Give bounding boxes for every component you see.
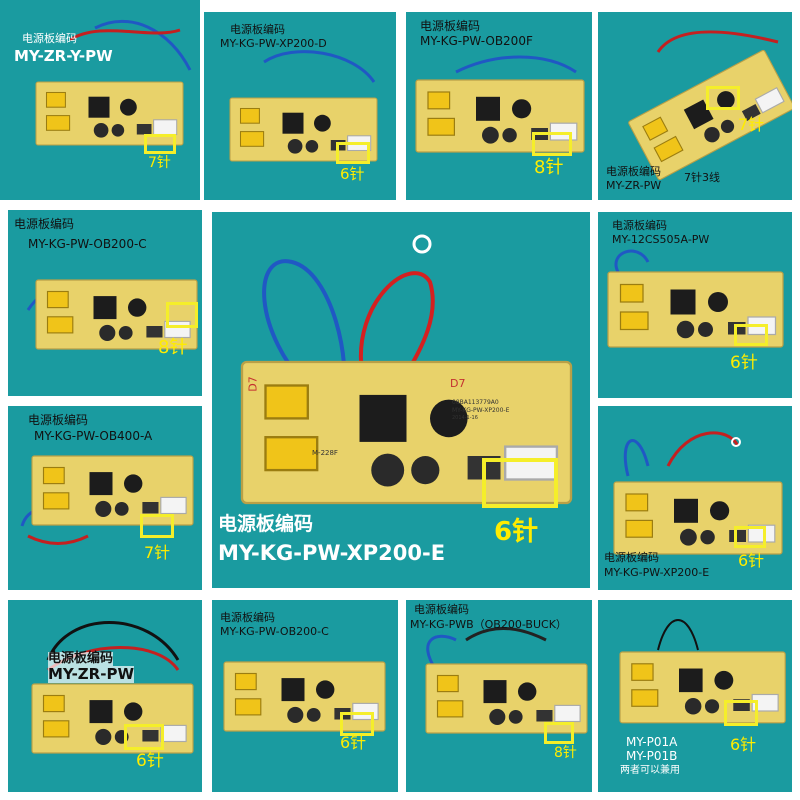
connector-highlight [532, 132, 572, 156]
pin-count: 8针 [158, 337, 188, 358]
silk-serial: 08BA113779A0 [452, 399, 499, 406]
board-code: MY-KG-PWB（OB200-BUCK） [410, 618, 567, 631]
board-tile-2: 电源板编码 MY-KG-PW-XP200-D 6针 [204, 12, 396, 200]
connector-highlight [140, 514, 174, 538]
board-code: MY-KG-PW-OB400-A [34, 429, 153, 443]
board-code: MY-ZR-Y-PW [14, 47, 113, 65]
compatibility-note: 两者可以兼用 [620, 765, 680, 776]
board-tile-8: 电源板编码 MY-KG-PW-OB400-A 7针 [8, 406, 202, 590]
circuit-board-photo [20, 455, 194, 545]
circuit-board-photo [26, 279, 198, 350]
connector-highlight [144, 134, 176, 154]
silk-d7-left: D7 [246, 376, 260, 392]
board-tile-10: 电源板编码 MY-ZR-PW 6针 [8, 600, 202, 792]
pin-count: 7针 [738, 115, 765, 134]
pin-count: 6针 [730, 735, 757, 754]
board-code: MY-KG-PW-OB200-C [28, 237, 147, 251]
pin-count: 6针 [730, 353, 758, 373]
connector-highlight [734, 324, 768, 346]
circuit-board-photo [229, 50, 378, 162]
code-prefix: 电源板编码 [48, 651, 114, 667]
connector-highlight [166, 302, 198, 328]
circuit-board-photo [619, 619, 786, 724]
connector-highlight [482, 458, 558, 508]
board-tile-12: 电源板编码 MY-KG-PWB（OB200-BUCK） 8针 [406, 600, 592, 792]
connector-highlight [336, 142, 370, 164]
code-prefix: 电源板编码 [414, 603, 469, 616]
connector-highlight [124, 724, 164, 750]
board-code: MY-KG-PW-XP200-E [218, 541, 446, 565]
pin-count: 6针 [136, 751, 164, 771]
board-code-b: MY-P01B [626, 749, 678, 763]
circuit-board-photo [627, 30, 792, 181]
code-prefix: 电源板编码 [218, 513, 314, 535]
silk-m-code: M-228F [312, 449, 338, 457]
circuit-board-photo [607, 249, 784, 348]
board-code: MY-ZR-PW [606, 179, 662, 192]
board-tile-13: MY-P01A MY-P01B 两者可以兼用 6针 [598, 600, 792, 792]
board-tile-featured: D7 D7 08BA113779A0 MY-KG-PW-XP200-E 2014… [212, 212, 590, 588]
silk-model: MY-KG-PW-XP200-E [452, 407, 510, 414]
code-prefix: 电源板编码 [220, 611, 275, 624]
board-tile-4: 7针 电源板编码 MY-ZR-PW 7针3线 [598, 12, 792, 200]
board-tile-5: 电源板编码 MY-KG-PW-OB200-C 8针 [8, 210, 202, 396]
circuit-board-photo [613, 431, 783, 555]
code-prefix: 电源板编码 [612, 219, 667, 232]
code-prefix: 电源板编码 [14, 217, 75, 231]
pin-count: 6针 [494, 517, 539, 547]
circuit-board-photo [425, 626, 588, 734]
board-code: MY-KG-PW-OB200-C [220, 625, 329, 638]
board-tile-9: 电源板编码 6针 MY-KG-PW-XP200-E [598, 406, 792, 590]
circuit-board-photo [415, 55, 585, 153]
connector-highlight [706, 86, 740, 110]
code-prefix: 电源板编码 [230, 23, 285, 36]
board-tile-1: 电源板编码 MY-ZR-Y-PW 7针 [0, 0, 200, 200]
code-prefix: 电源板编码 [606, 165, 661, 178]
board-tile-7: 电源板编码 MY-12CS505A-PW 6针 [598, 212, 792, 398]
connector-highlight [340, 712, 374, 736]
pin-count: 6针 [738, 551, 765, 570]
circuit-board-photo [31, 621, 194, 754]
circuit-board-photo [240, 234, 573, 505]
board-code: MY-KG-PW-XP200-D [220, 37, 327, 50]
pin-count: 6针 [340, 733, 367, 752]
pin-count: 7针 [148, 155, 171, 171]
board-tile-11: 电源板编码 MY-KG-PW-OB200-C 6针 [212, 600, 398, 792]
board-code: MY-12CS505A-PW [612, 233, 710, 246]
pin-count: 8针 [554, 745, 577, 761]
silk-d7-right: D7 [450, 377, 466, 390]
pin-count: 7针 [144, 543, 171, 562]
board-code: MY-ZR-PW [48, 665, 135, 683]
pin-count: 8针 [534, 157, 564, 178]
connector-highlight [734, 526, 766, 548]
silk-date: 2014-1-16 [452, 415, 478, 421]
code-prefix: 电源板编码 [420, 19, 481, 33]
code-prefix: 电源板编码 [28, 413, 89, 427]
board-code-a: MY-P01A [626, 735, 678, 749]
circuit-board-photo [35, 19, 192, 146]
board-tile-3: 电源板编码 MY-KG-PW-OB200F 8针 [406, 12, 592, 200]
code-prefix: 电源板编码 [22, 32, 77, 45]
pin-count: 6针 [340, 165, 365, 183]
connector-highlight [724, 700, 758, 726]
board-code: MY-KG-PW-OB200F [420, 34, 533, 48]
board-code: MY-KG-PW-XP200-E [604, 566, 710, 579]
pin-note: 7针3线 [684, 171, 720, 184]
connector-highlight [544, 722, 574, 744]
code-prefix: 电源板编码 [604, 551, 659, 564]
